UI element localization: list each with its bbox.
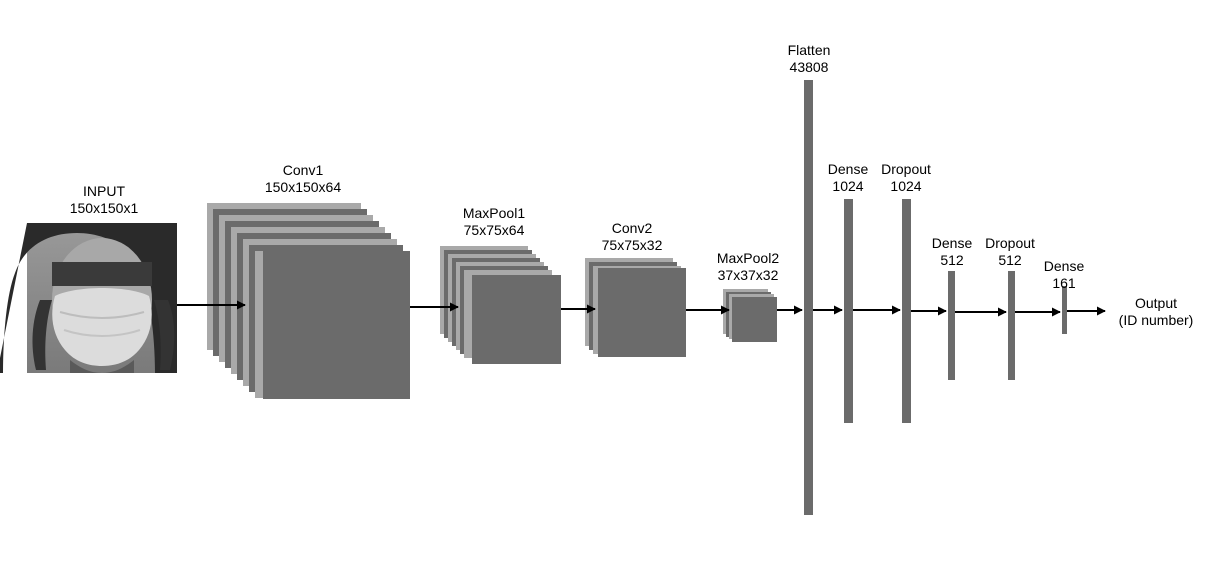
dense2-layer-bar bbox=[948, 271, 955, 380]
dropout2-dims: 512 bbox=[998, 252, 1022, 268]
dropout2-layer-bar bbox=[1008, 271, 1015, 380]
maxpool2-label: MaxPool2 37x37x32 bbox=[708, 250, 788, 284]
dense2-dims: 512 bbox=[940, 252, 964, 268]
input-dims: 150x150x1 bbox=[69, 200, 139, 216]
dense2-name: Dense bbox=[931, 235, 973, 251]
dense3-name: Dense bbox=[1043, 258, 1085, 274]
maxpool2-name: MaxPool2 bbox=[716, 250, 780, 266]
output-title: Output bbox=[1134, 295, 1178, 311]
maxpool2-dims: 37x37x32 bbox=[717, 267, 779, 283]
dropout1-dims: 1024 bbox=[890, 178, 922, 194]
dense3-layer-bar bbox=[1062, 286, 1067, 334]
dropout1-name: Dropout bbox=[881, 161, 931, 177]
input-label: INPUT 150x150x1 bbox=[52, 183, 156, 217]
conv1-name: Conv1 bbox=[282, 162, 324, 178]
flatten-dims: 43808 bbox=[789, 59, 829, 75]
flatten-layer-bar bbox=[804, 80, 813, 515]
dropout2-name: Dropout bbox=[985, 235, 1035, 251]
dense1-label: Dense 1024 bbox=[822, 161, 874, 195]
conv2-dims: 75x75x32 bbox=[601, 237, 663, 253]
input-face-image bbox=[0, 223, 177, 373]
dropout1-label: Dropout 1024 bbox=[874, 161, 938, 195]
conv1-label: Conv1 150x150x64 bbox=[248, 162, 358, 196]
dense3-dims: 161 bbox=[1052, 275, 1076, 291]
conv1-dims: 150x150x64 bbox=[264, 179, 342, 195]
conv2-label: Conv2 75x75x32 bbox=[590, 220, 674, 254]
maxpool1-dims: 75x75x64 bbox=[463, 222, 525, 238]
dropout2-label: Dropout 512 bbox=[978, 235, 1042, 269]
output-subtitle: (ID number) bbox=[1118, 312, 1194, 328]
maxpool1-label: MaxPool1 75x75x64 bbox=[446, 205, 542, 239]
conv1-feature-maps bbox=[207, 203, 410, 399]
conv2-feature-maps bbox=[585, 258, 686, 357]
maxpool1-name: MaxPool1 bbox=[462, 205, 526, 221]
flatten-name: Flatten bbox=[787, 42, 831, 58]
output-label: Output (ID number) bbox=[1104, 295, 1208, 329]
conv2-name: Conv2 bbox=[611, 220, 653, 236]
input-title: INPUT bbox=[83, 183, 125, 199]
maxpool2-feature-maps bbox=[723, 289, 777, 342]
flatten-label: Flatten 43808 bbox=[778, 42, 840, 76]
dropout1-layer-bar bbox=[902, 199, 911, 423]
maxpool1-feature-maps bbox=[440, 246, 561, 364]
dense1-dims: 1024 bbox=[832, 178, 864, 194]
dense1-layer-bar bbox=[844, 199, 853, 423]
dense3-label: Dense 161 bbox=[1038, 258, 1090, 292]
dense1-name: Dense bbox=[827, 161, 869, 177]
dense2-label: Dense 512 bbox=[926, 235, 978, 269]
